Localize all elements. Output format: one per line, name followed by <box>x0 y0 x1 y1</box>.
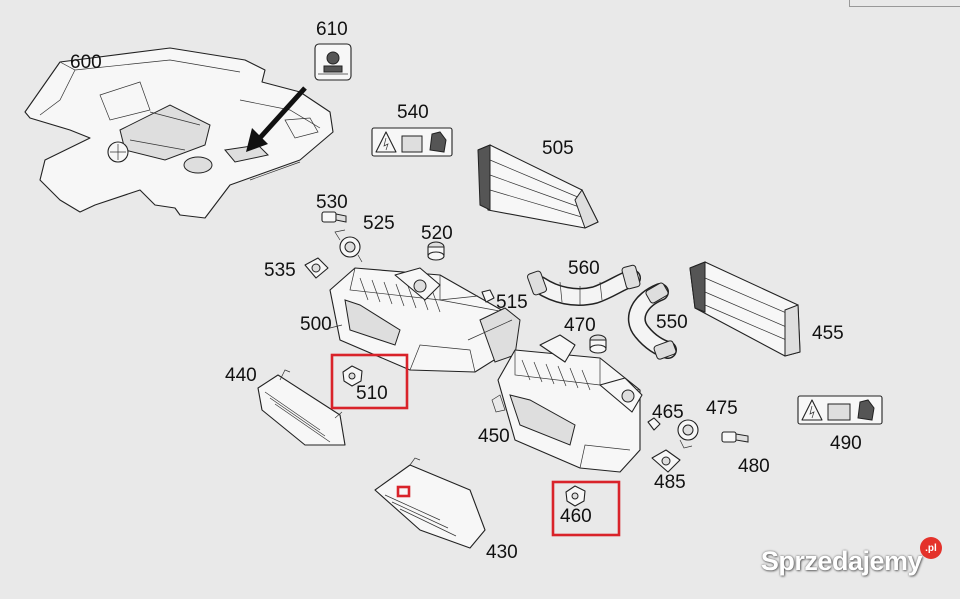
label-515: 515 <box>496 292 528 313</box>
label-455: 455 <box>812 323 844 344</box>
grommet-470 <box>589 334 607 354</box>
leader-lines <box>329 295 513 341</box>
sensor-525 <box>334 229 363 263</box>
label-525: 525 <box>363 213 395 234</box>
sensor-475 <box>677 419 699 449</box>
hose-560 <box>527 264 641 306</box>
highlight-box-510 <box>330 353 409 410</box>
duct-440 <box>257 369 346 446</box>
label-465: 465 <box>652 402 684 423</box>
air-filter-element-505 <box>477 144 599 229</box>
warning-label-540 <box>371 127 453 157</box>
label-475: 475 <box>706 398 738 419</box>
duct-430 <box>374 457 486 549</box>
label-460: 460 <box>560 506 592 527</box>
air-filter-element-455 <box>689 261 801 357</box>
engine-cover-600 <box>24 47 334 219</box>
label-600: 600 <box>70 52 102 73</box>
label-450: 450 <box>478 426 510 447</box>
label-550: 550 <box>656 312 688 333</box>
grommet-520 <box>427 241 445 261</box>
label-490: 490 <box>830 433 862 454</box>
label-430: 430 <box>486 542 518 563</box>
hose-550 <box>627 282 677 360</box>
highlight-box-460 <box>551 480 621 537</box>
sensor-535 <box>304 257 329 279</box>
corner-frame <box>849 0 960 7</box>
label-icon-610 <box>246 43 352 152</box>
label-610: 610 <box>316 19 348 40</box>
nut-460 <box>565 485 586 507</box>
sensor-485 <box>651 449 681 473</box>
label-535: 535 <box>264 260 296 281</box>
clip-465 <box>647 417 661 431</box>
label-505: 505 <box>542 138 574 159</box>
label-470: 470 <box>564 315 596 336</box>
label-500: 500 <box>300 314 332 335</box>
label-530: 530 <box>316 192 348 213</box>
nut-510 <box>342 365 363 387</box>
bolt-530 <box>321 211 347 223</box>
label-540: 540 <box>397 102 429 123</box>
label-485: 485 <box>654 472 686 493</box>
label-440: 440 <box>225 365 257 386</box>
watermark-logo: Sprzedajemy <box>760 546 923 576</box>
watermark-badge: .pl <box>920 537 942 559</box>
label-510: 510 <box>356 383 388 404</box>
label-520: 520 <box>421 223 453 244</box>
label-480: 480 <box>738 456 770 477</box>
label-560: 560 <box>568 258 600 279</box>
air-filter-housing-450 <box>491 334 643 473</box>
bolt-480 <box>721 431 749 443</box>
highlight-small-430 <box>396 485 411 498</box>
air-filter-housing-500 <box>329 267 521 373</box>
warning-label-490 <box>797 395 883 425</box>
nut-515 <box>481 289 495 303</box>
